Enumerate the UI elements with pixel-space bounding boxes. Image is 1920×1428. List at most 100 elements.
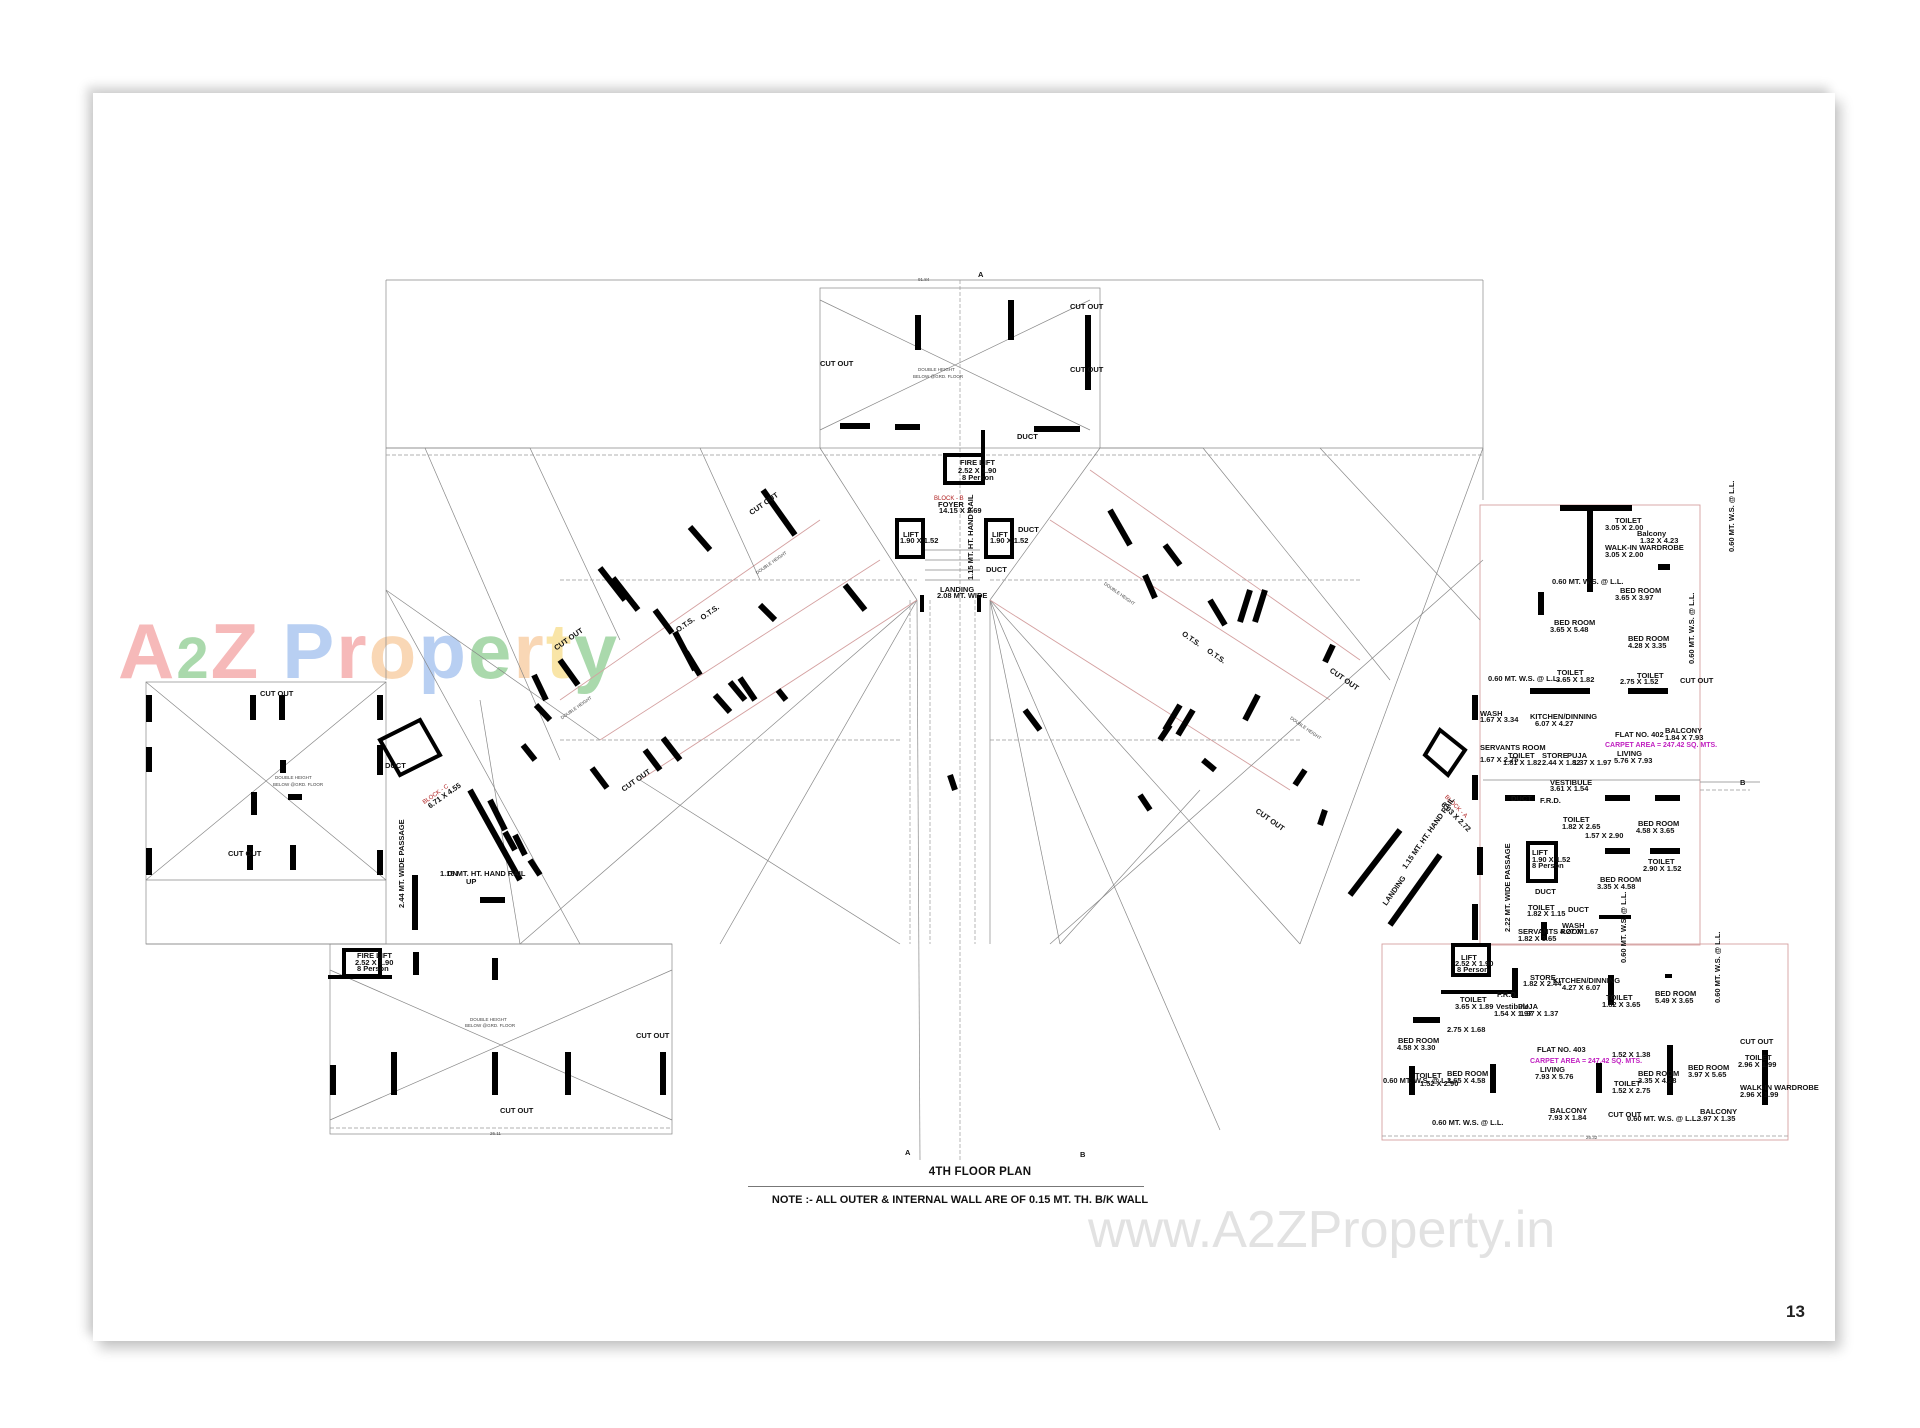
room-name: BED ROOM: [1628, 634, 1669, 643]
room-size: 4.28 X 3.35: [1628, 641, 1666, 650]
cut-out-label: CUT OUT: [228, 849, 262, 858]
logo-letter: P: [282, 607, 337, 695]
room-name: BED ROOM: [1688, 1063, 1729, 1072]
dimension-label: 26.32: [1586, 1135, 1598, 1140]
room-name: TOILET: [1637, 671, 1664, 680]
ots-label: O.T.S.: [674, 615, 696, 634]
room-name: TOILET: [1648, 857, 1675, 866]
room-name: TOILET: [1528, 903, 1555, 912]
double-height-label: DOUBLE HEIGHT: [470, 1017, 507, 1022]
logo-letter: Z: [210, 607, 261, 695]
lift-capacity-label: 8 Person: [1532, 861, 1564, 870]
ots-label: O.T.S.: [699, 603, 721, 622]
frd-label: F.R.D.: [1540, 796, 1561, 805]
room-size: 1.81 X 1.82: [1503, 758, 1541, 767]
room-size: 7.93 X 5.76: [1535, 1072, 1573, 1081]
room-name: BALCONY: [1550, 1106, 1587, 1115]
flat-number: FLAT NO. 403: [1537, 1045, 1586, 1054]
room-name: TOILET: [1606, 993, 1633, 1002]
lift-size-label: 1.90 X 1.52: [900, 536, 938, 545]
room-size: 2.75 X 1.68: [1447, 1025, 1485, 1034]
room-name: LIVING: [1540, 1065, 1565, 1074]
room-name: WALK-IN WARDROBE: [1605, 543, 1684, 552]
landing-size-label: 2.08 MT. WIDE: [937, 591, 987, 600]
passage-label: 2.44 MT. WIDE PASSAGE: [397, 819, 406, 908]
double-height-label: DOUBLE HEIGHT: [918, 367, 955, 372]
room-size: 5.49 X 3.65: [1655, 996, 1693, 1005]
foyer-size-label: 14.15 X 2.69: [939, 506, 982, 515]
room-size: 1.82 X 3.65: [1518, 934, 1556, 943]
logo-letter: r: [336, 607, 369, 695]
duct-label: DUCT: [1511, 794, 1532, 803]
room-size: 1.97 X 1.37: [1520, 1009, 1558, 1018]
room-size: 3.97 X 1.35: [1697, 1114, 1735, 1123]
double-height-sub-label: BELOW @GRD. FLOOR: [273, 782, 324, 787]
room-size: 3.65 X 1.82: [1556, 675, 1594, 684]
window-sill-label: 0.60 MT. W.S. @ L.L.: [1432, 1118, 1504, 1127]
window-sill-label: 0.60 MT. W.S. @ L.L.: [1552, 577, 1624, 586]
url-watermark: www.A2ZProperty.in: [1088, 1201, 1556, 1259]
room-name: BALCONY: [1665, 726, 1702, 735]
title-underline: [748, 1186, 1144, 1187]
logo-letter: t: [545, 607, 574, 695]
room-name: SERVANTS ROOM: [1480, 743, 1546, 752]
room-size: 3.65 X 4.58: [1447, 1076, 1485, 1085]
fire-lift-label: FIRE LIFT: [357, 951, 392, 960]
section-mark: A: [905, 1148, 911, 1157]
cut-out-label: CUT OUT: [1070, 302, 1104, 311]
landing-label: LANDING: [940, 585, 974, 594]
lift-label: LIFT: [1532, 848, 1548, 857]
duct-label: DUCT: [1017, 432, 1038, 441]
lift-size-label: 1.90 X 1.52: [990, 536, 1028, 545]
room-size: 1.82 X 2.65: [1562, 822, 1600, 831]
duct-label: DUCT: [1535, 887, 1556, 896]
carpet-area-label: CARPET AREA = 247.42 SQ. MTS.: [1605, 742, 1717, 749]
cut-out-label: CUT OUT: [1254, 806, 1287, 833]
lift-capacity-label: 8 Person: [962, 473, 994, 482]
room-name: BED ROOM: [1638, 819, 1679, 828]
room-size: 3.65 X 5.48: [1550, 625, 1588, 634]
room-name: BED ROOM: [1620, 586, 1661, 595]
room-name: BED ROOM: [1554, 618, 1595, 627]
window-sill-label: 0.60 MT. W.S. @ L.L.: [1619, 892, 1628, 964]
room-size: 1.32 X 4.23: [1640, 536, 1678, 545]
window-sill-label: 0.60 MT. W.S. @ L.L.: [1627, 1114, 1699, 1123]
room-name: TOILET: [1563, 815, 1590, 824]
room-size: 5.76 X 7.93: [1614, 756, 1652, 765]
room-name: TOILET: [1460, 995, 1487, 1004]
logo-letter: y: [573, 607, 620, 695]
room-name: LIVING: [1617, 749, 1642, 758]
logo-letter: e: [467, 607, 514, 695]
cut-out-label: CUT OUT: [1070, 365, 1104, 374]
room-size: 3.05 X 2.00: [1605, 523, 1643, 532]
lift-capacity-label: 8 Person: [1457, 965, 1489, 974]
room-name: BALCONY: [1700, 1107, 1737, 1116]
window-sill-label: 0.60 MT. W.S. @ L.L.: [1687, 593, 1696, 665]
window-sill-label: 0.60 MT. W.S. @ L.L.: [1713, 932, 1722, 1004]
duct-label: DUCT: [385, 761, 406, 770]
room-name: TOILET: [1615, 516, 1642, 525]
room-size: 1.37 X 1.97: [1573, 758, 1611, 767]
room-size: 4.27 X 1.67: [1560, 927, 1598, 936]
dimension-label: 26.11: [490, 1131, 501, 1136]
logo-letter: o: [368, 607, 419, 695]
room-size: 2.75 X 1.52: [1620, 677, 1658, 686]
hand-rail-label: 1.15 MT. HT. HAND RAIL: [440, 869, 526, 878]
dimension-label: 91.84: [918, 277, 930, 282]
plan-labels: CUT OUT CUT OUT CUT OUT DOUBLE HEIGHT BE…: [228, 270, 1819, 1159]
drawing-title: 4TH FLOOR PLAN: [928, 1166, 1032, 1178]
room-name: STORE: [1530, 973, 1556, 982]
lift-label: LIFT: [1461, 953, 1477, 962]
cut-out-label: CUT OUT: [820, 359, 854, 368]
room-size: 3.35 X 4.58: [1597, 882, 1635, 891]
page-number: 13: [1786, 1302, 1805, 1321]
room-size: 2.96 X 1.99: [1740, 1090, 1778, 1099]
window-sill-label: 0.60 MT. W.S. @ L.L.: [1727, 481, 1736, 553]
fire-lift-label: FIRE LIFT: [960, 458, 995, 467]
room-size: 1.82 X 2.44: [1523, 979, 1562, 988]
room-name: WALK-IN WARDROBE: [1740, 1083, 1819, 1092]
room-name: WASH: [1480, 709, 1503, 718]
room-size: 4.58 X 3.30: [1397, 1043, 1435, 1052]
room-size: 1.82 X 1.15: [1527, 909, 1565, 918]
room-size: 1.52 X 2.90: [1420, 1079, 1458, 1088]
